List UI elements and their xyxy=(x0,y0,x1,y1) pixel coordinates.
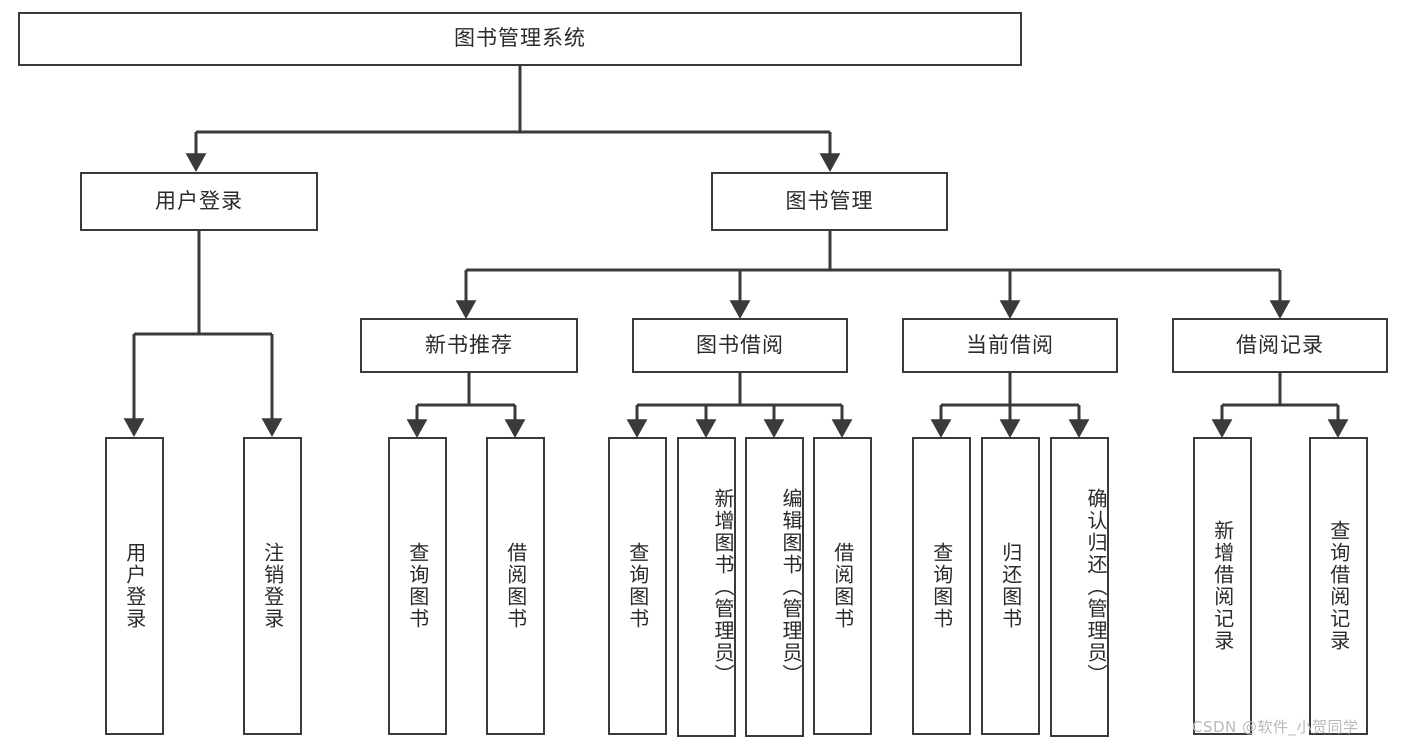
node-leaf-user-login-label: 用户登录 xyxy=(122,542,147,630)
node-leaf-user-logout-label: 注销登录 xyxy=(260,542,285,630)
node-leaf-user-login[interactable]: 用户登录 xyxy=(105,437,164,735)
node-leaf-edit-book[interactable]: 编辑图书（管理员） xyxy=(745,437,804,737)
node-root-label: 图书管理系统 xyxy=(454,26,586,51)
node-leaf-return-book[interactable]: 归还图书 xyxy=(981,437,1040,735)
node-leaf-query-book-1-label: 查询图书 xyxy=(405,542,430,630)
node-leaf-add-record-label: 新增借阅记录 xyxy=(1210,520,1235,652)
node-new-book-rec[interactable]: 新书推荐 xyxy=(360,318,578,373)
node-leaf-query-book-3[interactable]: 查询图书 xyxy=(912,437,971,735)
node-leaf-edit-book-label: 编辑图书（管理员） xyxy=(779,488,803,686)
node-leaf-add-book-label: 新增图书（管理员） xyxy=(711,488,735,686)
node-leaf-borrow-book-1[interactable]: 借阅图书 xyxy=(486,437,545,735)
node-leaf-query-book-2[interactable]: 查询图书 xyxy=(608,437,667,735)
node-leaf-query-record[interactable]: 查询借阅记录 xyxy=(1309,437,1368,735)
node-book-borrow-label: 图书借阅 xyxy=(696,332,784,357)
node-current-borrow[interactable]: 当前借阅 xyxy=(902,318,1118,373)
node-leaf-borrow-book-2-label: 借阅图书 xyxy=(830,542,855,630)
node-leaf-borrow-book-2[interactable]: 借阅图书 xyxy=(813,437,872,735)
node-leaf-add-record[interactable]: 新增借阅记录 xyxy=(1193,437,1252,735)
node-leaf-return-book-label: 归还图书 xyxy=(998,542,1023,630)
node-book-manage[interactable]: 图书管理 xyxy=(711,172,948,231)
node-leaf-query-record-label: 查询借阅记录 xyxy=(1326,520,1351,652)
node-root[interactable]: 图书管理系统 xyxy=(18,12,1022,66)
node-leaf-confirm-return-label: 确认归还（管理员） xyxy=(1084,488,1108,686)
node-leaf-borrow-book-1-label: 借阅图书 xyxy=(503,542,528,630)
watermark: CSDN @软件_小贺同学 xyxy=(1192,718,1359,736)
node-leaf-add-book[interactable]: 新增图书（管理员） xyxy=(677,437,736,737)
node-book-borrow[interactable]: 图书借阅 xyxy=(632,318,848,373)
node-user-login[interactable]: 用户登录 xyxy=(80,172,318,231)
node-leaf-query-book-3-label: 查询图书 xyxy=(929,542,954,630)
node-leaf-query-book-1[interactable]: 查询图书 xyxy=(388,437,447,735)
node-leaf-confirm-return[interactable]: 确认归还（管理员） xyxy=(1050,437,1109,737)
node-book-manage-label: 图书管理 xyxy=(785,188,874,213)
node-current-borrow-label: 当前借阅 xyxy=(966,332,1054,357)
node-new-book-rec-label: 新书推荐 xyxy=(425,332,513,357)
node-user-login-label: 用户登录 xyxy=(155,188,243,213)
node-leaf-user-logout[interactable]: 注销登录 xyxy=(243,437,302,735)
node-leaf-query-book-2-label: 查询图书 xyxy=(625,542,650,630)
node-borrow-record[interactable]: 借阅记录 xyxy=(1172,318,1388,373)
node-borrow-record-label: 借阅记录 xyxy=(1236,332,1324,357)
